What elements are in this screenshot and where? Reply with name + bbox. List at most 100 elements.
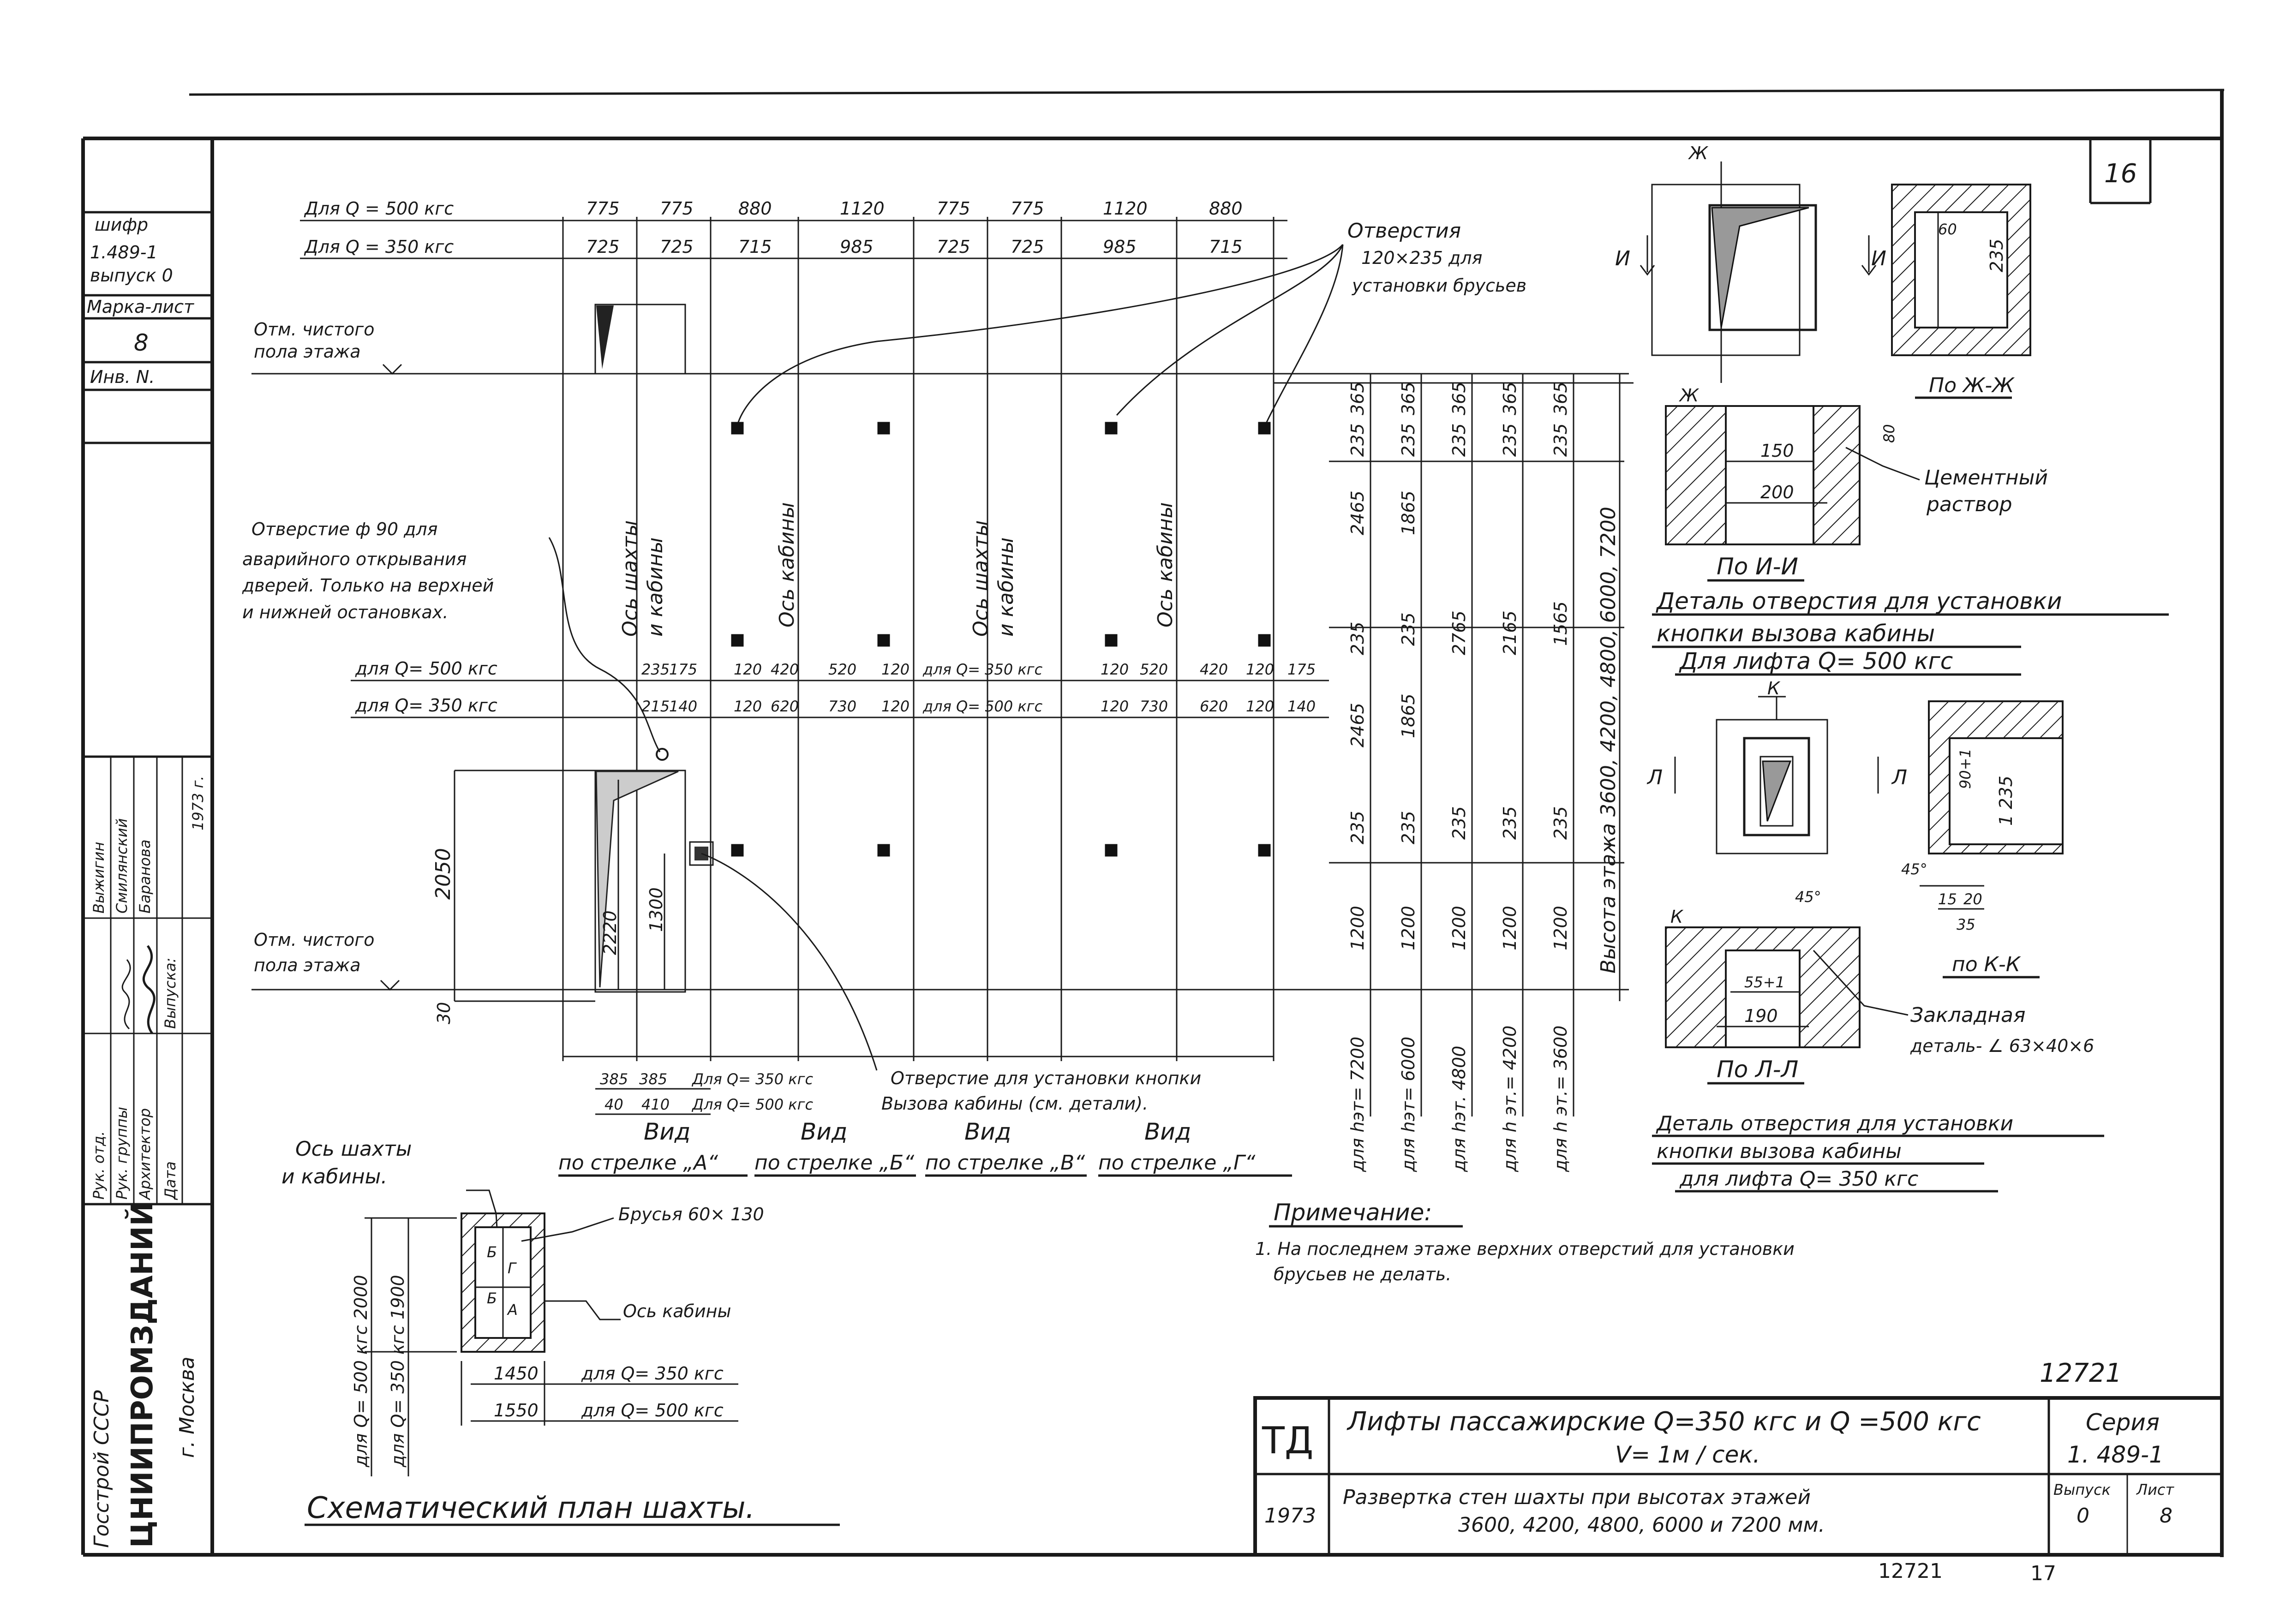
- detail500-wall: [1651, 184, 1801, 356]
- button-leader: [701, 853, 878, 1071]
- stamp-name-3: Баранова: [136, 840, 154, 914]
- view-b-2: по стрелке „Б“: [754, 1151, 914, 1175]
- mid1-b4: 120: [1246, 661, 1274, 678]
- stamp-inv-label: Инв. N.: [90, 367, 155, 387]
- view-a-1: Вид: [644, 1118, 690, 1145]
- opening-top-2: [877, 422, 890, 435]
- mid2-label: для Q= 350 кгс: [355, 695, 497, 716]
- vcol1-v4: 235: [1347, 621, 1368, 655]
- plan-w1-label: для Q= 350 кгс: [581, 1363, 724, 1384]
- stamp-shifr-label: шифр: [95, 215, 148, 235]
- section-l-opening: [1725, 949, 1801, 1048]
- title-sub-1: Развертка стен шахты при высотах этажей: [1343, 1486, 1811, 1509]
- floor-mark-low-2: пола этажа: [254, 955, 361, 975]
- title-block: 12721 ТД 1973 Лифты пассажирские Q=350 к…: [1253, 1358, 2224, 1585]
- cut-i-left: И: [1615, 247, 1630, 270]
- vcol2-v6: 235: [1398, 811, 1418, 844]
- vcol2-v3: 1865: [1398, 490, 1418, 535]
- floor-height-label: Высота этажа 3600, 4200, 4800, 6000, 720…: [1597, 507, 1620, 973]
- mid1-b2: 520: [1140, 661, 1168, 678]
- title500-3: Для лифта Q= 500 кгс: [1679, 648, 1953, 675]
- row2-v6: 725: [1011, 237, 1044, 257]
- section-i-opening: [1725, 405, 1814, 545]
- vcol5-caption: для h эт.= 3600: [1550, 1026, 1571, 1172]
- mortar-1: Цементный: [1924, 466, 2048, 490]
- view-a-2: по стрелке „А“: [558, 1151, 718, 1175]
- row1-v1: 775: [586, 198, 620, 219]
- section-k-90: 90+1: [1957, 748, 1974, 789]
- upper-door-leaf: [596, 305, 614, 369]
- emergency-note-4: и нижней остановках.: [242, 602, 448, 622]
- vcol5-v3: 1565: [1550, 601, 1571, 646]
- opening-top-1: [731, 422, 744, 435]
- vcol2-v2: 365: [1398, 382, 1418, 415]
- view-d-1: Вид: [1144, 1118, 1191, 1145]
- title350-1: Деталь отверстия для установки: [1656, 1112, 2013, 1135]
- vcol3-v1: 235: [1449, 423, 1469, 457]
- mid2-a4: 620: [771, 698, 799, 715]
- openings-leader-1: [737, 244, 1344, 423]
- sheet-number: 16: [2104, 159, 2137, 189]
- embed-1: Закладная: [1910, 1003, 2025, 1027]
- bottom-b1: 40: [604, 1096, 623, 1113]
- mid2-a6: 120: [881, 698, 910, 715]
- vcol4-v2: 365: [1500, 382, 1520, 415]
- plan-arrow-4: А: [507, 1301, 518, 1319]
- mid1-text: для Q= 350 кгс: [922, 661, 1043, 678]
- bottom-a2: 385: [639, 1070, 667, 1088]
- issue-label: Выпуск: [2053, 1481, 2111, 1499]
- openings-label-3: установки брусьев: [1352, 275, 1526, 296]
- sheet-number-box: 16: [2089, 138, 2152, 204]
- opening-mid-2: [877, 634, 890, 647]
- openings-leader-2: [1116, 244, 1344, 416]
- cut-l-right: Л: [1891, 766, 1907, 789]
- plan-axis-cabin: Ось кабины: [623, 1301, 731, 1321]
- vcol3-v4: 235: [1449, 806, 1469, 840]
- section-k-35: 35: [1957, 916, 1975, 933]
- vcol1-v7: 1200: [1347, 906, 1368, 950]
- floor-mark-top-2: пола этажа: [254, 341, 361, 362]
- stamp-role-1: Рук. отд.: [90, 1131, 108, 1200]
- stamp-issue: выпуск 0: [90, 265, 173, 286]
- vcol1-v1: 235: [1347, 423, 1368, 457]
- vcol3-v5: 1200: [1449, 906, 1469, 950]
- button-note-2: Вызова кабины (см. детали).: [881, 1093, 1148, 1114]
- note-block: Примечание: 1. На последнем этаже верхни…: [1255, 1199, 1795, 1284]
- mid1-a5: 520: [828, 661, 856, 678]
- section-l-55: 55+1: [1744, 973, 1785, 991]
- view-c-2: по стрелке „В“: [925, 1151, 1085, 1175]
- mid2-b5: 140: [1287, 698, 1316, 715]
- vcol2-caption: для hэт= 6000: [1398, 1037, 1418, 1172]
- vertical-dimensions: 235 365 2465 235 2465 235 1200 для hэт= …: [1329, 374, 1624, 1172]
- vcol1-v3: 2465: [1347, 490, 1368, 535]
- cut-zh-mid: Ж: [1679, 385, 1700, 406]
- vcol3-caption: для hэт. 4800: [1449, 1046, 1469, 1172]
- mid1-b5: 175: [1287, 661, 1316, 678]
- section-k-title: по К-К: [1952, 953, 2021, 976]
- row1-v4: 1120: [840, 198, 885, 219]
- view-b-1: Вид: [801, 1118, 847, 1145]
- floor-mark-low-1: Отм. чистого: [254, 930, 375, 950]
- stamp-name-2: Смилянский: [113, 818, 131, 914]
- plan-w2-label: для Q= 500 кгс: [581, 1400, 724, 1421]
- mid1-a3: 120: [734, 661, 762, 678]
- embed-leader: [1813, 949, 1909, 1016]
- bottom-a1: 385: [600, 1070, 628, 1088]
- row2-v2: 725: [660, 237, 694, 257]
- mid2-a2: 140: [669, 698, 697, 715]
- emergency-hole: [656, 748, 669, 761]
- title-main-1: Лифты пассажирские Q=350 кгс и Q =500 кг…: [1346, 1407, 1981, 1437]
- series-value: 1. 489-1: [2067, 1441, 2164, 1468]
- stamp-org-3: г. Москва: [175, 1356, 199, 1458]
- mortar-2: раствор: [1926, 493, 2012, 516]
- page-bottom: 17: [2030, 1562, 2056, 1585]
- vcol2-v7: 1200: [1398, 906, 1418, 950]
- row1-v7: 1120: [1103, 198, 1148, 219]
- button-opening: [689, 841, 714, 866]
- detail-350: К Л Л 90+1 1 235 45° 15 20 35 по К-К К 4…: [1646, 678, 2104, 1193]
- shaft-plan: Ось шахты и кабины. Б Г Б А Брусья 60× 1…: [281, 1137, 840, 1526]
- mid1-b1: 120: [1101, 661, 1129, 678]
- title-year: 1973: [1264, 1504, 1316, 1528]
- vcol4-v3: 2165: [1500, 610, 1520, 655]
- section-zh-opening: [1914, 211, 2008, 328]
